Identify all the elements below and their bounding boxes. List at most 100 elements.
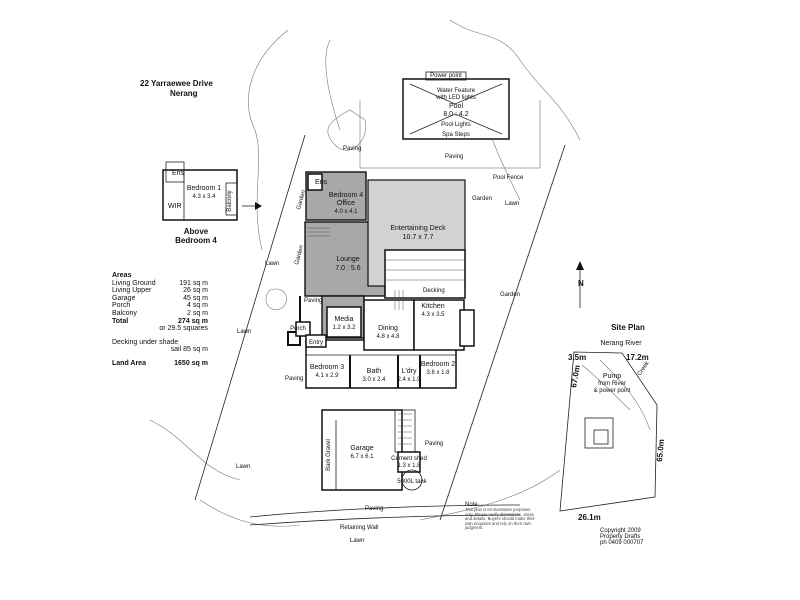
decking-area: [384, 249, 466, 299]
pool-feature-label: Water Feature: [437, 88, 476, 94]
north-label: N: [578, 279, 584, 288]
pump-sub-2: & power point: [594, 388, 631, 394]
pool-steps-label: Spa Steps: [442, 132, 470, 138]
garden-label-2: Garden: [500, 292, 520, 298]
site-dim-left: 67.0m: [569, 364, 582, 388]
upper-wir-label: WIR: [168, 203, 182, 210]
site-dim-top-right: 17.2m: [626, 353, 649, 362]
garage-dims: 6.7 x 6.1: [350, 454, 374, 460]
lawn-label-4: Lawn: [350, 538, 364, 544]
bedroom-2-dims: 3.6 x 1.8: [426, 370, 450, 376]
copyright-line-1: Copyright 2009: [600, 528, 641, 534]
copyright-line-3: ph 0409 000707: [600, 540, 644, 546]
address-line-1: 22 Yarraewee Drive: [140, 79, 213, 88]
bedroom-4-dims: 4.0 x 4.1: [334, 209, 358, 215]
pool: Power point Water Feature with LED light…: [402, 71, 510, 140]
note-body: This plan is for illustrative purposes o…: [465, 508, 535, 531]
boundary-lines: [194, 100, 566, 521]
garage-name: Garage: [350, 445, 373, 452]
lawn-label-2: Lawn: [237, 329, 251, 335]
lawn-label-5: Lawn: [236, 464, 250, 470]
upper-room-label: Bedroom 4: [175, 236, 217, 245]
entry-name: Entry: [309, 340, 323, 346]
note-title: Note: [465, 502, 478, 508]
areas-squares-row: or 29.5 squares: [159, 325, 208, 333]
entry-room: [305, 334, 327, 348]
room-labels: Ens Bedroom 4 Office 4.0 x 4.1 Lounge 7.…: [290, 179, 455, 485]
pool-fence-label: Pool Fence: [493, 175, 524, 181]
site-dim-top-left: 3.5m: [568, 353, 586, 362]
paving-label-5: Paving: [365, 506, 383, 512]
media-name: Media: [334, 316, 353, 323]
bath-dims: 3.0 x 2.4: [362, 377, 386, 383]
areas-title: Areas: [112, 272, 132, 279]
north-arrow-icon: [576, 261, 584, 270]
shed-name: Cement shed: [391, 456, 427, 462]
site-dim-bottom: 26.1m: [578, 513, 601, 522]
upper-bedroom-1-name: Bedroom 1: [187, 185, 221, 192]
gravel-label: Bark Gravel: [326, 439, 332, 471]
creek-label: Creek: [637, 360, 652, 377]
paving-label-3: Paving: [285, 376, 303, 382]
water-tank: [401, 469, 423, 491]
kitchen-bench: [459, 309, 475, 347]
site-dim-right: 65.0m: [655, 439, 666, 462]
pool-dims: 8.0 : 4.2: [443, 111, 468, 118]
house: [287, 171, 475, 389]
porch-name: Porch: [290, 326, 306, 332]
upper-ens-label: Ens: [172, 170, 185, 177]
pump-label: Pump: [603, 373, 621, 380]
garden-label-4: Garden: [294, 245, 305, 266]
upper-balcony-label: Balcony: [227, 190, 233, 211]
site-boundary: [559, 351, 658, 512]
garden-label-1: Garden: [472, 196, 492, 202]
bath-name: Bath: [367, 368, 382, 375]
bedroom-4-name: Bedroom 4: [329, 192, 363, 199]
bedroom-4-sub: Office: [337, 200, 355, 207]
media-dims: 1.2 x 3.2: [332, 325, 356, 331]
paving-label-2: Paving: [304, 298, 322, 304]
upper-above-label: Above: [184, 227, 209, 236]
site-plan-title: Site Plan: [611, 323, 645, 332]
ensuite-room: [307, 173, 323, 191]
pointer-arrow-icon: [255, 202, 262, 210]
paving-label-6: Paving: [343, 146, 361, 152]
pool-name: Pool: [449, 103, 463, 110]
shed-room: [397, 451, 421, 473]
bedroom-3-dims: 4.1 x 2.9: [315, 373, 339, 379]
shed-dims: 1.3 x 1.8: [397, 463, 421, 469]
porch-room: [295, 321, 311, 337]
dining-name: Dining: [378, 325, 398, 332]
site-plan-inset: N Site Plan Nerang River 3.5m 17.2m 67.0…: [559, 261, 666, 522]
driveway: [249, 504, 521, 526]
footer-notes: Note This plan is for illustrative purpo…: [465, 502, 644, 546]
areas-decking-value-row: sail 85 sq m: [170, 346, 208, 354]
media-room: [326, 306, 362, 338]
address-line-2: Nerang: [170, 89, 198, 98]
upper-bedroom-1-dims: 4.3 x 3.4: [192, 194, 216, 200]
deck-dims: 10.7 x 7.7: [403, 234, 434, 241]
deck-name: Entertaining Deck: [390, 225, 446, 232]
decking-label: Decking: [423, 288, 445, 294]
lounge-dims: 7.0 : 5.6: [335, 265, 360, 272]
bedroom-2-name: Bedroom 2: [421, 361, 455, 368]
dining-dims: 4.8 x 4.8: [376, 334, 400, 340]
retaining-label: Retaining Wall: [340, 525, 378, 531]
garage-room: [321, 409, 403, 491]
garage-block: [321, 409, 423, 491]
paving-label-4: Paving: [425, 441, 443, 447]
lawn-label-3: Lawn: [505, 201, 519, 207]
pool-power-label: Power point: [430, 73, 462, 79]
ensuite-label: Ens: [315, 179, 328, 186]
pool-sub-label: with LED lights: [435, 95, 476, 101]
laundry-name: L'dry: [402, 368, 417, 375]
site-labels: Paving Paving Paving Paving Paving Pavin…: [236, 146, 524, 544]
site-plan-river: Nerang River: [600, 340, 642, 347]
garden-label-3: Garden: [296, 190, 307, 211]
